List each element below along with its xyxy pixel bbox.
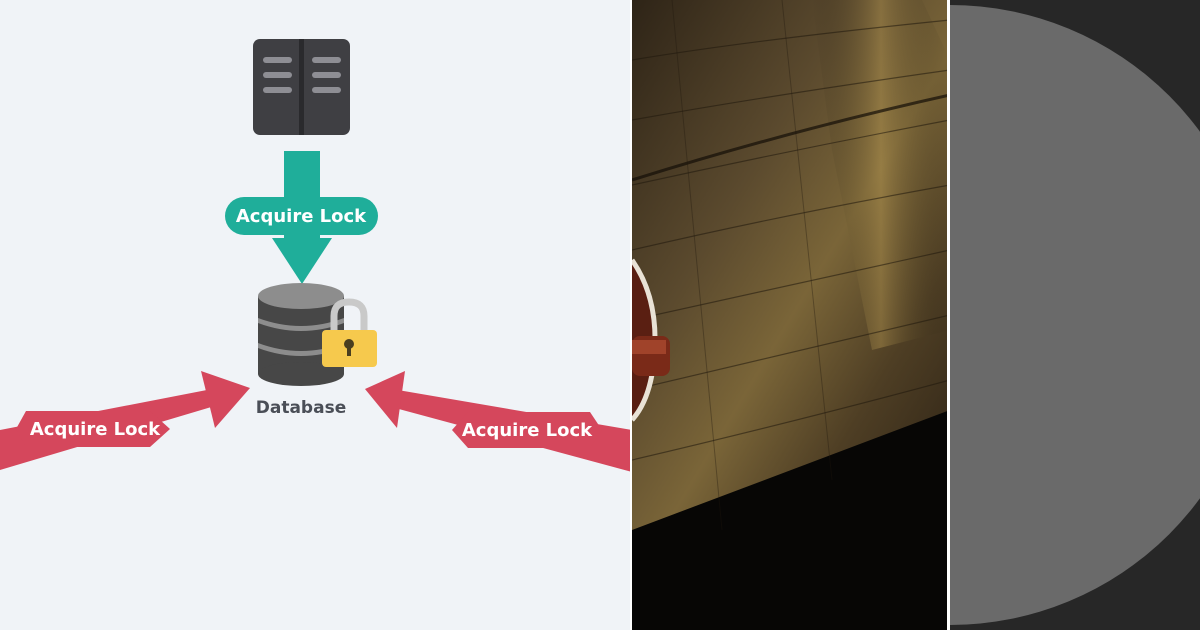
wood-table-photo	[632, 0, 950, 630]
panel-divider-right	[947, 0, 951, 630]
right-label-pill	[452, 412, 602, 448]
padlock-icon	[322, 298, 377, 367]
cup-edge	[632, 258, 670, 422]
lock-diagram: Acquire Lock Database	[0, 39, 632, 472]
left-label-pill	[16, 411, 170, 447]
top-acquire-lock-label: Acquire Lock	[236, 206, 367, 227]
half-disc-shape	[950, 5, 1200, 625]
left-acquire-lock-arrow: Acquire Lock	[0, 371, 250, 470]
right-acquire-lock-arrow: Acquire Lock	[365, 371, 632, 472]
top-label-pill	[225, 197, 378, 235]
left-acquire-lock-label: Acquire Lock	[30, 419, 161, 440]
right-acquire-lock-label: Acquire Lock	[462, 420, 593, 441]
server-icon	[253, 39, 350, 135]
database-label: Database	[256, 398, 346, 418]
gray-disc-panel	[950, 0, 1200, 630]
lock-diagram-panel: Acquire Lock Database	[0, 0, 632, 630]
top-acquire-lock-arrow: Acquire Lock	[225, 151, 378, 284]
